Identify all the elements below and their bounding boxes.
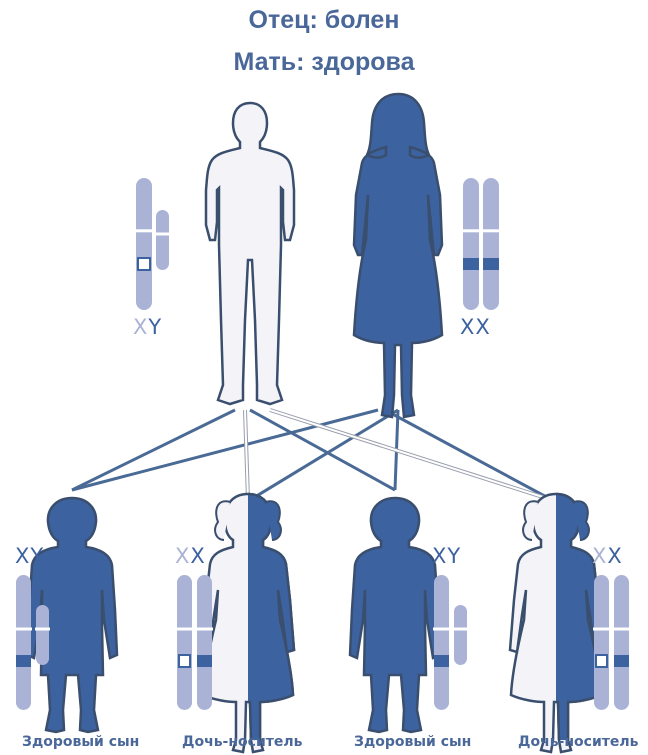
child4-allele-2 (614, 655, 629, 667)
child4-chromosome-1-centromere (593, 628, 610, 631)
child3-chromosome-1-body (434, 575, 449, 710)
child3-chromosome-y-centromere (453, 628, 468, 631)
mother-x2-letter: X (475, 315, 490, 339)
child2-x1-letter: X (175, 544, 190, 568)
mother-x2-chromosome-body (483, 178, 499, 310)
child2-chromosome-label: XX (175, 546, 206, 567)
mother-figure (354, 94, 442, 417)
child3-figure (350, 498, 440, 732)
mother-x2-chromosome (482, 178, 500, 310)
child2-caption: Дочь-носитель (182, 735, 302, 749)
inheritance-lines (72, 410, 552, 500)
mother-x1-chromosome-centromere (462, 229, 480, 232)
mother-figure-body (354, 94, 442, 417)
child1-x-letter: X (15, 544, 30, 568)
mother-x1-chromosome-body (463, 178, 479, 310)
child3-chromosome-y (453, 605, 468, 665)
father-y-chromosome (155, 210, 170, 270)
inheritance-line-5 (72, 410, 235, 490)
child1-chromosome-y-body (36, 605, 49, 665)
child3-chromosome-1 (433, 575, 450, 710)
mother-chromosome-label: XX (460, 317, 491, 338)
child1-chromosome-1-body (16, 575, 31, 710)
child4-chromosome-2 (613, 575, 630, 710)
child2-chromosome-2-body (197, 575, 212, 710)
mother-x1-chromosome (462, 178, 480, 310)
father-x-allele (138, 258, 150, 270)
child4-caption: Дочь-носитель (518, 735, 638, 749)
child4-chromosome-2-body (614, 575, 629, 710)
child2-chromosome-2-centromere (196, 628, 213, 631)
child4-chromosome-1 (593, 575, 610, 710)
child3-chromosome-label: XY (432, 546, 461, 567)
child1-chromosome-1-centromere (15, 628, 32, 631)
child3-chromosome-1-centromere (433, 628, 450, 631)
child4-allele-1 (596, 655, 607, 667)
father-x-letter: X (133, 315, 148, 339)
child4-chromosome-label: XX (592, 546, 623, 567)
child4-x1-letter: X (592, 544, 607, 568)
father-chromosome-label: XY (133, 317, 162, 338)
father-x-chromosome-body (136, 178, 152, 310)
father-y-letter: Y (148, 315, 162, 339)
father-x-chromosome-centromere (135, 229, 153, 232)
child1-chromosome-y-centromere (35, 628, 50, 631)
child2-allele-2 (197, 655, 212, 667)
child3-x-letter: X (432, 544, 447, 568)
mother-x2-allele (483, 258, 499, 270)
child2-x2-letter: X (190, 544, 205, 568)
child1-chromosome-1 (15, 575, 32, 710)
child4-x2-letter: X (607, 544, 622, 568)
child1-chromosome-label: XY (15, 546, 44, 567)
child1-caption: Здоровый сын (22, 735, 139, 749)
child3-y-letter: Y (447, 544, 461, 568)
child2-chromosome-1-body (177, 575, 192, 710)
father-figure-body (206, 103, 294, 404)
mother-x1-allele (463, 258, 479, 270)
child1-y-letter: Y (30, 544, 44, 568)
child4-chromosome-2-centromere (613, 628, 630, 631)
mother-x1-letter: X (460, 315, 475, 339)
child2-chromosome-1 (176, 575, 193, 710)
child2-chromosome-1-centromere (176, 628, 193, 631)
father-x-chromosome (135, 178, 153, 310)
child2-allele-1 (179, 655, 190, 667)
child1-allele-1 (16, 655, 31, 667)
child3-allele-1 (434, 655, 449, 667)
child2-chromosome-2 (196, 575, 213, 710)
child3-chromosome-y-body (454, 605, 467, 665)
child1-chromosome-y (35, 605, 50, 665)
child3-figure-body (350, 498, 440, 732)
child4-chromosome-1-body (594, 575, 609, 710)
father-y-chromosome-centromere (155, 233, 170, 236)
father-figure (206, 103, 294, 404)
child3-caption: Здоровый сын (354, 735, 471, 749)
father-y-chromosome-body (156, 210, 169, 270)
mother-x2-chromosome-centromere (482, 229, 500, 232)
inheritance-line-6 (250, 410, 395, 490)
